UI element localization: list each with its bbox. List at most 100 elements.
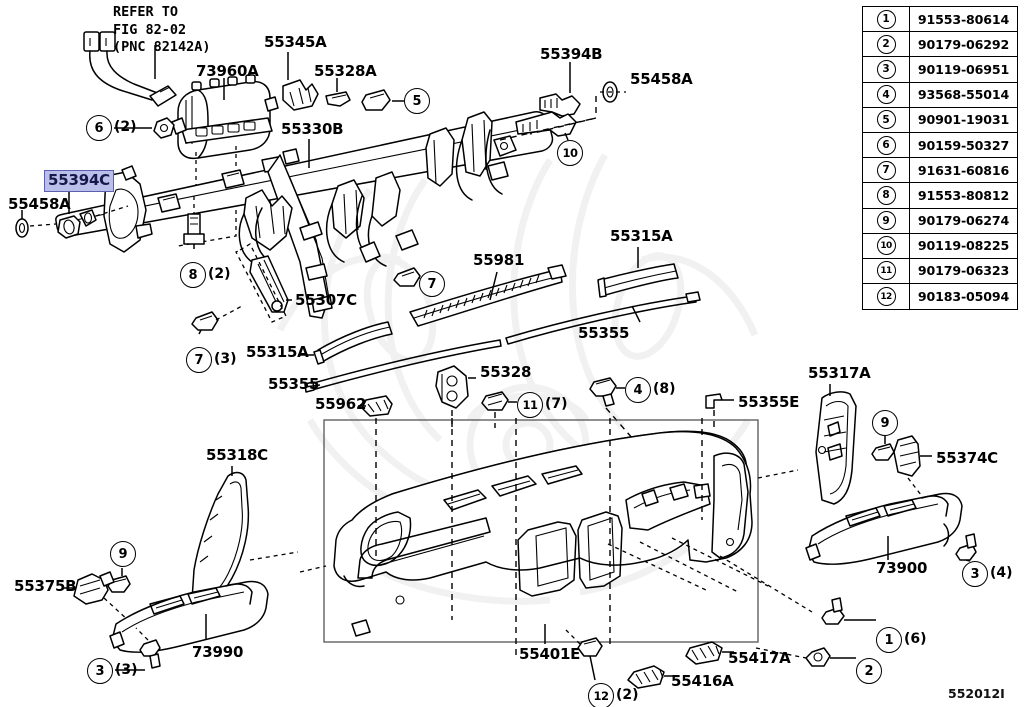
part-label-55401e[interactable]: 55401E	[519, 645, 581, 663]
callout-4[interactable]: 4	[625, 377, 651, 403]
table-cell-index: 1	[863, 7, 910, 32]
part-label-55962[interactable]: 55962	[315, 395, 367, 413]
callout-7-mid[interactable]: 7	[419, 271, 445, 297]
part-label-55374c[interactable]: 55374C	[936, 449, 998, 467]
callout-bubble-icon: 5	[876, 110, 896, 130]
callout-6-qty: (2)	[114, 119, 137, 135]
part-label-55981[interactable]: 55981	[473, 251, 525, 269]
part-label-55328a[interactable]: 55328A	[314, 62, 377, 80]
callout-bubble-icon: 8	[876, 185, 896, 205]
part-label-55318c[interactable]: 55318C	[206, 446, 268, 464]
table-cell-index: 11	[863, 258, 910, 284]
art-trim-73990	[109, 580, 269, 653]
art-bolt-3-left	[115, 627, 161, 671]
table-cell-part-number: 93568-55014	[917, 87, 1010, 103]
callout-11[interactable]: 11	[517, 392, 543, 418]
reference-note: REFER TO FIG 82-02 (PNC 82142A)	[113, 4, 211, 56]
table-cell-index: 7	[863, 158, 910, 183]
part-label-55394b[interactable]: 55394B	[540, 45, 603, 63]
art-garnish-55315a-right	[597, 247, 679, 298]
table-cell-part-number: 90159-50327	[917, 137, 1010, 153]
callout-1[interactable]: 1	[876, 627, 902, 653]
table-cell-part-number: 90119-06951	[917, 61, 1010, 77]
callout-2[interactable]: 2	[856, 658, 882, 684]
part-label-55315a-right[interactable]: 55315A	[610, 227, 673, 245]
callout-3-right[interactable]: 3	[962, 561, 988, 587]
art-bolt-3-right	[955, 533, 977, 562]
part-label-55315a-left[interactable]: 55315A	[246, 343, 309, 361]
callout-9-right[interactable]: 9	[872, 410, 898, 436]
part-label-55345a[interactable]: 55345A	[264, 33, 327, 51]
art-clip-9-right	[871, 436, 895, 461]
part-label-55307c[interactable]: 55307C	[295, 291, 357, 309]
art-glovebox-73900	[805, 492, 963, 565]
part-label-55355-right[interactable]: 55355	[578, 324, 630, 342]
part-label-55330b[interactable]: 55330B	[281, 120, 344, 138]
art-bracket-55375b	[62, 571, 131, 623]
part-label-73990[interactable]: 73990	[192, 643, 244, 661]
part-label-55375b[interactable]: 55375B	[14, 577, 77, 595]
table-row[interactable]: 6 90159-50327	[863, 132, 1017, 159]
art-garnish-55315a-left	[298, 321, 393, 365]
table-row[interactable]: 1 91553-80614	[863, 7, 1017, 33]
art-screw-1	[821, 597, 876, 625]
art-bracket-55307c	[235, 243, 292, 323]
part-label-73960a[interactable]: 73960A	[196, 62, 259, 80]
callout-3-left-qty: (3)	[115, 662, 138, 678]
callout-7-left[interactable]: 7	[186, 347, 212, 373]
part-label-55416a[interactable]: 55416A	[671, 672, 734, 690]
part-label-55328[interactable]: 55328	[480, 363, 532, 381]
art-nut-2	[805, 647, 856, 667]
table-cell-part-number: 91553-80614	[917, 11, 1010, 27]
table-row[interactable]: 12 90183-05094	[863, 284, 1017, 310]
callout-bubble-icon: 10	[876, 236, 896, 256]
art-bolt-7-mid	[393, 267, 421, 287]
art-clip-55962	[358, 395, 393, 417]
art-trim-55355-right	[505, 291, 701, 345]
callout-bubble-icon: 7	[876, 160, 896, 180]
art-grommet-55328a	[325, 78, 351, 107]
art-clip-5	[361, 89, 404, 111]
art-clip-55417a	[685, 641, 734, 665]
callout-12[interactable]: 12	[588, 683, 614, 707]
callout-3-left[interactable]: 3	[87, 658, 113, 684]
diagram-code: 552012I	[948, 686, 1005, 701]
part-label-55458a-left[interactable]: 55458A	[8, 195, 71, 213]
part-label-55417a[interactable]: 55417A	[728, 649, 791, 667]
table-cell-part-number: 90183-05094	[917, 289, 1010, 305]
part-label-55317a[interactable]: 55317A	[808, 364, 871, 382]
table-cell-index: 5	[863, 107, 910, 132]
callout-9-left[interactable]: 9	[110, 541, 136, 567]
art-bolt-55394b	[539, 62, 581, 117]
callout-6[interactable]: 6	[86, 115, 112, 141]
part-label-55394c-highlighted[interactable]: 55394C	[44, 170, 114, 192]
art-dash-panel-box	[323, 419, 759, 643]
callout-8[interactable]: 8	[180, 262, 206, 288]
art-clip-11	[481, 391, 517, 428]
callout-5[interactable]: 5	[404, 88, 430, 114]
art-washer-55458a-top	[600, 81, 626, 103]
part-label-55355e[interactable]: 55355E	[738, 393, 800, 411]
table-cell-index: 2	[863, 32, 910, 57]
art-nut-6	[114, 117, 175, 139]
art-clip-4	[589, 377, 661, 471]
table-cell-index: 6	[863, 132, 910, 158]
callout-10[interactable]: 10	[557, 140, 583, 166]
art-clip-55416a	[627, 665, 676, 689]
part-label-55458a-top[interactable]: 55458A	[630, 70, 693, 88]
table-cell-index: 12	[863, 284, 910, 310]
callout-1-qty: (6)	[904, 631, 927, 647]
part-label-73900[interactable]: 73900	[876, 559, 928, 577]
part-label-55355-left[interactable]: 55355	[268, 375, 320, 393]
